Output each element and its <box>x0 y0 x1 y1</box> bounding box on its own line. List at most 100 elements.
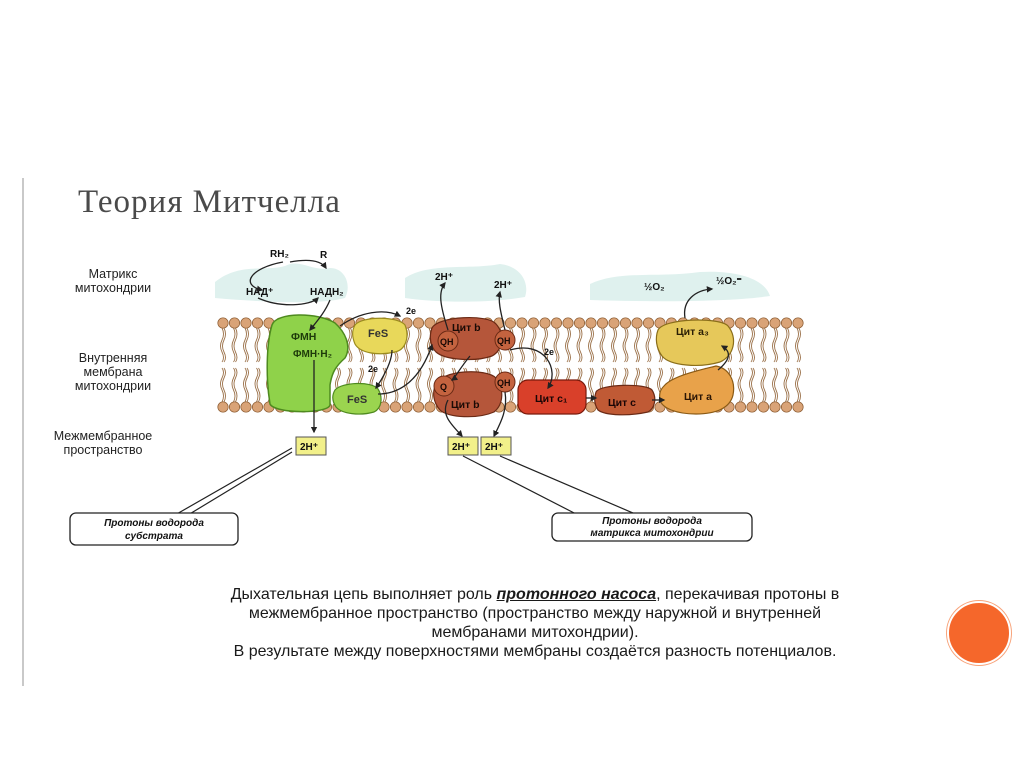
cyt-a3-complex: Цит a₃ <box>655 319 735 366</box>
lipid-head-top <box>792 317 804 329</box>
lipid-tail-bottom <box>254 367 261 403</box>
proton-box-1-label: 2H⁺ <box>300 442 318 453</box>
q-label-3: Q <box>440 382 447 392</box>
decorative-orange-circle <box>947 601 1011 665</box>
label-intermembrane-line-1: Межмембранное <box>53 429 153 443</box>
lipid-tail-top <box>737 327 744 363</box>
callout-left: Протоны водорода субстрата <box>69 512 239 546</box>
lipid-head-top <box>343 317 356 329</box>
lipid-head-bottom <box>734 401 747 413</box>
nad-label: НАД⁺ <box>246 287 273 298</box>
lipid-tail-top <box>243 327 249 363</box>
label-intermembrane-line-2: пространство <box>63 443 143 457</box>
label-inner-membrane-line-1: Внутренняя <box>78 351 148 365</box>
lipid-tail-top <box>749 327 755 363</box>
lipid-tail-bottom <box>760 367 767 403</box>
fes-bottom-cluster: FeS <box>332 382 382 415</box>
r-label: R <box>320 250 328 261</box>
complex-fmn: ФМН ФМН·Н₂ <box>266 314 349 413</box>
label-inner-membrane-line-3: митохондрии <box>74 379 152 393</box>
q-label-1: QH <box>440 337 454 347</box>
cyt-b-bottom-label: Цит b <box>451 399 480 411</box>
lipid-head-top <box>769 317 781 329</box>
caption-line-2: межмембранное пространство (пространство… <box>248 605 822 622</box>
fes-bottom-label: FeS <box>347 394 367 406</box>
caption-line-3: мембранами митохондрии). <box>431 624 639 641</box>
lipid-tail-bottom <box>381 367 387 403</box>
lipid-head-top <box>573 317 586 329</box>
lipid-tail-top <box>795 327 801 363</box>
cyt-c-complex: Цит c <box>594 384 656 416</box>
lipid-tail-bottom <box>415 367 422 403</box>
lipid-tail-top <box>645 327 652 363</box>
callout-left-line-1: Протоны водорода <box>104 518 204 529</box>
matrix-proton-2: 2H⁺ <box>494 280 512 291</box>
lipid-head-top <box>608 317 620 329</box>
lipid-tail-bottom <box>392 367 399 403</box>
lipid-tail-bottom <box>243 367 249 403</box>
lipid-head-top <box>516 317 528 329</box>
lipid-head-top <box>539 317 551 329</box>
lipid-tail-bottom <box>783 367 790 403</box>
label-inner-membrane: Внутренняя мембрана митохондрии <box>48 351 178 393</box>
rh2-label: RH₂ <box>270 249 289 260</box>
lipid-head-bottom <box>251 401 264 413</box>
lipid-head-top <box>412 317 425 329</box>
slide-left-border <box>22 178 24 686</box>
lipid-head-top <box>424 317 436 329</box>
cyt-a-label: Цит a <box>684 391 712 403</box>
fes-top-cluster: FeS <box>352 317 408 355</box>
lipid-tail-bottom <box>588 367 594 403</box>
lipid-tail-top <box>760 327 767 363</box>
lipid-tail-top <box>576 327 583 363</box>
lipid-tail-top <box>783 327 790 363</box>
electron-label-1: 2e <box>406 306 416 316</box>
lipid-tail-top <box>599 327 606 363</box>
lipid-tail-top <box>622 327 629 363</box>
half-o2-minus-label: ½O₂⁼ <box>716 276 742 287</box>
label-inner-membrane-line-2: мембрана <box>83 365 143 379</box>
lipid-tail-bottom <box>427 367 433 403</box>
q-label-2: QH <box>497 336 511 346</box>
lipid-head-top <box>504 317 517 329</box>
half-o2-label: ½O₂ <box>644 282 665 293</box>
lipid-head-bottom <box>504 401 517 413</box>
lipid-tail-top <box>519 327 525 363</box>
caption-emphasis: протонного насоса <box>496 586 657 603</box>
lipid-head-top <box>780 317 793 329</box>
label-matrix-line-1: Матрикс <box>88 267 138 281</box>
callout-pointers <box>174 447 641 517</box>
lipid-head-top <box>527 317 540 329</box>
lipid-head-top <box>619 317 632 329</box>
lipid-head-top <box>757 317 770 329</box>
lipid-tail-top <box>254 327 261 363</box>
lipid-tail-top <box>772 327 778 363</box>
label-intermembrane: Межмембранное пространство <box>28 429 178 457</box>
lipid-head-top <box>240 317 252 329</box>
lipid-head-bottom <box>792 401 804 413</box>
proton-box-2-label: 2H⁺ <box>452 442 470 453</box>
cyt-b-top-label: Цит b <box>452 322 481 334</box>
lipid-head-bottom <box>217 401 229 413</box>
lipid-head-top <box>550 317 563 329</box>
lipid-tail-top <box>611 327 617 363</box>
reaction-arrows <box>249 259 729 438</box>
lipid-head-bottom <box>780 401 793 413</box>
lipid-tail-top <box>220 327 226 363</box>
proton-box-2: 2H⁺ <box>447 436 479 456</box>
lipid-tail-bottom <box>795 367 801 403</box>
lipid-head-bottom <box>769 401 781 413</box>
proton-box-1: 2H⁺ <box>295 436 327 456</box>
callout-right: Протоны водорода матрикса митохондрии <box>551 512 753 542</box>
lipid-tail-top <box>634 327 640 363</box>
callout-left-line-2: субстрата <box>125 530 183 542</box>
lipid-head-bottom <box>240 401 252 413</box>
callout-right-line-2: матрикса митохондрии <box>590 528 713 539</box>
lipid-head-bottom <box>746 401 758 413</box>
cyt-c-label: Цит c <box>608 397 636 409</box>
lipid-tail-bottom <box>737 367 744 403</box>
lipid-head-top <box>642 317 655 329</box>
caption-line-4: В результате между поверхностями мембран… <box>233 643 837 660</box>
proton-box-3: 2H⁺ <box>480 436 512 456</box>
